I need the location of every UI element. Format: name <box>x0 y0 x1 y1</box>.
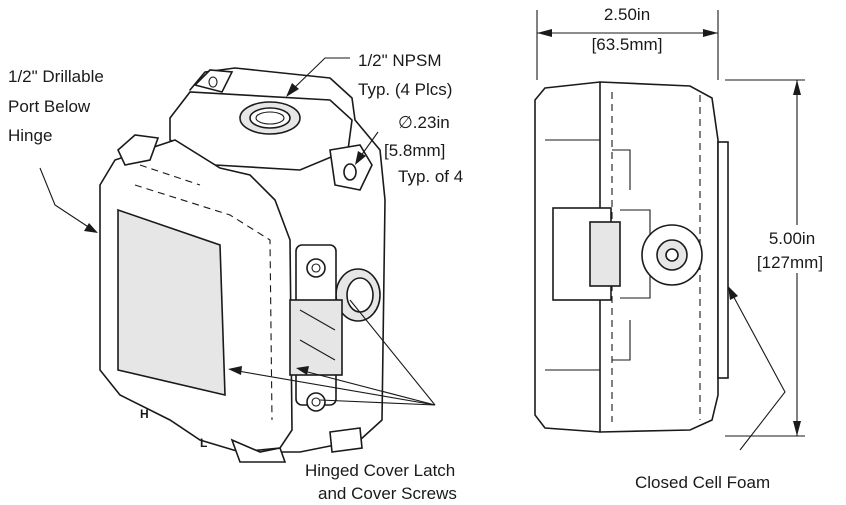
label-drillable-port-3: Hinge <box>8 126 52 145</box>
top-port-thread <box>255 111 285 125</box>
cover-screw-bottom-head <box>311 397 321 407</box>
label-window <box>117 208 226 397</box>
label-hole-typ: Typ. of 4 <box>398 167 463 186</box>
leader-foam <box>729 289 786 451</box>
bottom-rib <box>545 320 631 371</box>
arrow-hole <box>355 151 366 165</box>
label-hole-mm: [5.8mm] <box>384 141 445 160</box>
mark-l: L <box>200 436 207 450</box>
mark-h: H <box>140 407 149 421</box>
arrow-latch-window <box>228 366 242 375</box>
mounting-hole-top <box>208 76 218 88</box>
leader-latch-clip <box>299 369 436 406</box>
width-dim-mm: [63.5mm] <box>592 35 663 54</box>
label-hole-dia: ∅.23in <box>398 113 450 132</box>
latch-clip-detail <box>299 309 336 361</box>
leader-drillable-port <box>39 167 97 233</box>
label-foam: Closed Cell Foam <box>635 473 770 492</box>
width-dim-in: 2.50in <box>604 5 650 24</box>
arrow-drillable-port <box>84 223 98 233</box>
height-arrow-top <box>793 80 801 95</box>
closed-cell-foam-strip <box>717 141 729 379</box>
foot-right <box>329 427 363 453</box>
side-body <box>534 81 719 433</box>
height-label-bg <box>740 225 838 273</box>
isometric-enclosure: H L <box>99 67 386 463</box>
label-npsm-1: 1/2" NPSM <box>358 51 442 70</box>
height-arrow-bottom <box>793 421 801 436</box>
side-port-hole <box>346 277 374 313</box>
top-rib <box>545 139 631 190</box>
top-port-hole <box>249 107 291 129</box>
label-latch-1: Hinged Cover Latch <box>305 461 455 480</box>
side-view-enclosure <box>534 81 729 433</box>
leader-npsm <box>289 57 350 93</box>
width-arrow-right <box>703 29 718 37</box>
side-latch-plate <box>589 221 621 287</box>
cover-hidden-edge-2 <box>139 164 201 186</box>
cover-hidden-edge <box>134 184 273 421</box>
cover-screw-top-head <box>311 263 321 273</box>
width-dimension: 2.50in [63.5mm] <box>536 5 719 80</box>
height-dim-in: 5.00in <box>769 229 815 248</box>
mounting-hole-icon <box>343 163 357 181</box>
mounting-tab-left <box>117 134 160 166</box>
enclosure-top-outline <box>189 67 386 453</box>
leader-lines <box>39 57 786 451</box>
label-latch-2: and Cover Screws <box>318 484 457 503</box>
leader-latch-window <box>231 369 436 406</box>
side-port-center <box>665 248 679 262</box>
height-dim-mm: [127mm] <box>757 253 823 272</box>
label-drillable-port-1: 1/2" Drillable <box>8 67 104 86</box>
callout-labels: 1/2" Drillable Port Below Hinge 1/2" NPS… <box>8 51 770 503</box>
foot-left <box>230 438 287 463</box>
arrow-latch-clip <box>296 366 309 375</box>
arrow-foam <box>728 286 738 300</box>
cover-screw-top <box>306 258 326 278</box>
arrow-npsm <box>286 83 299 97</box>
cover-screw-bottom <box>306 392 326 412</box>
width-arrow-left <box>537 29 552 37</box>
latch-clip <box>289 299 343 376</box>
leader-latch-port <box>349 299 436 406</box>
leader-latch-screw <box>319 399 436 406</box>
label-drillable-port-2: Port Below <box>8 97 91 116</box>
label-npsm-2: Typ. (4 Plcs) <box>358 80 452 99</box>
height-dimension: 5.00in [127mm] <box>725 79 838 437</box>
mounting-tab-top <box>193 69 234 93</box>
